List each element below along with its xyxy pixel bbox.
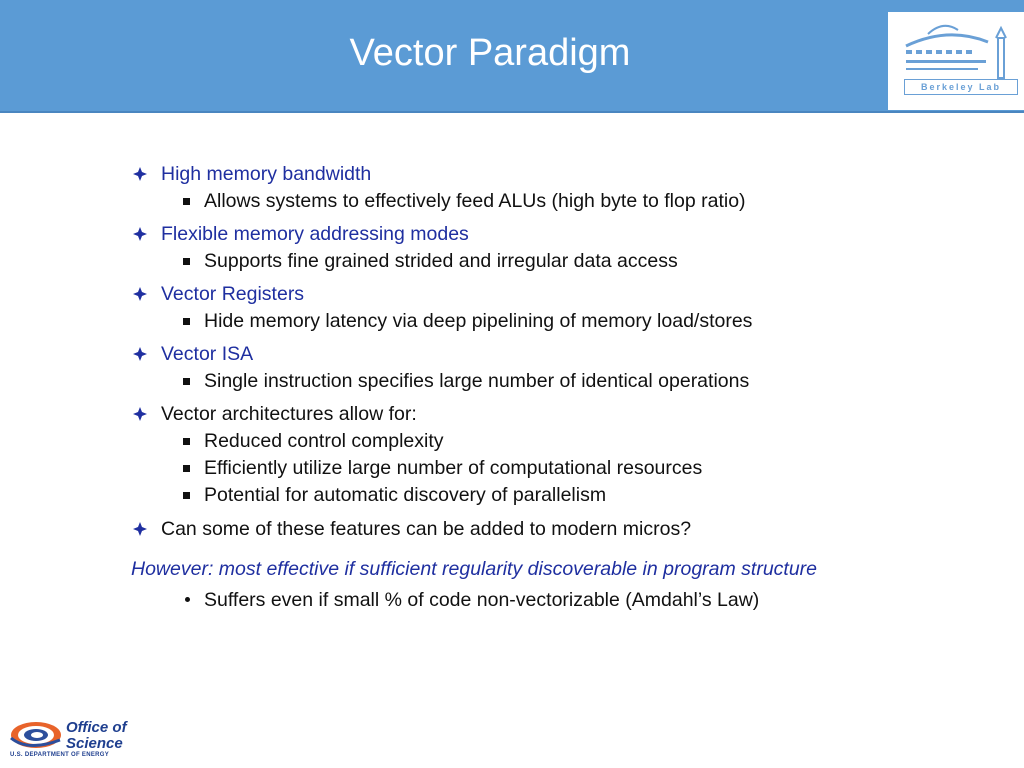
slide-header: Vector Paradigm — [0, 0, 1024, 113]
berkeley-lab-logo — [888, 12, 1024, 110]
bullet-text: Vector architectures allow for: — [161, 403, 417, 425]
diamond-bullet-icon — [133, 227, 147, 241]
berkeley-lab-label: Berkeley Lab — [904, 79, 1018, 95]
sub-bullet-text: Hide memory latency via deep pipelining … — [204, 310, 753, 332]
office-of-science-wordmark: Office of Science — [66, 720, 127, 752]
square-bullet-icon — [183, 465, 190, 472]
note-sub-text: Suffers even if small % of code non-vect… — [204, 589, 760, 611]
note-text: However: most effective if sufficient re… — [131, 558, 818, 580]
doe-subtitle: U.S. DEPARTMENT OF ENERGY — [10, 752, 110, 758]
diamond-bullet-icon — [133, 407, 147, 421]
bullet-text: Vector Registers — [161, 283, 305, 305]
sub-bullet-text: Efficiently utilize large number of comp… — [204, 457, 703, 479]
sub-bullet-text: Allows systems to effectively feed ALUs … — [204, 190, 746, 212]
round-bullet-icon — [185, 597, 190, 602]
square-bullet-icon — [183, 378, 190, 385]
square-bullet-icon — [183, 318, 190, 325]
office-of-science-logo — [10, 722, 61, 748]
square-bullet-icon — [183, 258, 190, 265]
diamond-bullet-icon — [133, 522, 147, 536]
office-of-line: Office of — [66, 719, 127, 736]
square-bullet-icon — [183, 438, 190, 445]
diamond-bullet-icon — [133, 347, 147, 361]
bullet-text: Can some of these features can be added … — [161, 518, 692, 540]
diamond-bullet-icon — [133, 287, 147, 301]
science-line: Science — [66, 735, 123, 752]
square-bullet-icon — [183, 198, 190, 205]
bullet-text: Vector ISA — [161, 343, 254, 365]
sub-bullet-text: Supports fine grained strided and irregu… — [204, 250, 678, 272]
bullet-text: High memory bandwidth — [161, 163, 372, 185]
sub-bullet-text: Reduced control complexity — [204, 430, 444, 452]
berkeley-lab-logo-graphic — [905, 24, 1007, 79]
square-bullet-icon — [183, 492, 190, 499]
sub-bullet-text: Single instruction specifies large numbe… — [204, 370, 750, 392]
slide-title: Vector Paradigm — [349, 32, 631, 74]
sub-bullet-text: Potential for automatic discovery of par… — [204, 484, 607, 506]
bullet-text: Flexible memory addressing modes — [161, 223, 469, 245]
diamond-bullet-icon — [133, 167, 147, 181]
